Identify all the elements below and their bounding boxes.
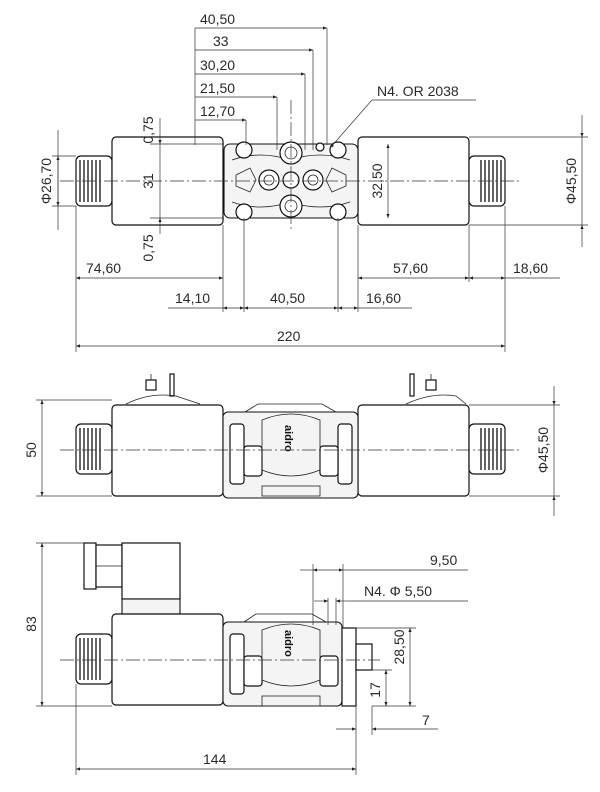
dim-144: 144	[203, 751, 227, 767]
dim-50: 50	[23, 442, 39, 458]
valve-body-front: aidro	[222, 403, 359, 499]
dim-7: 7	[422, 712, 430, 728]
dim-33: 33	[213, 33, 229, 49]
front-right-knob	[468, 423, 506, 475]
dim-40-50-bottom: 40,50	[270, 290, 305, 306]
dim-phi-26-70: Φ26,70	[38, 158, 54, 204]
dim-83: 83	[23, 616, 39, 632]
dim-16-60: 16,60	[366, 290, 401, 306]
brand-label-side: aidro	[282, 630, 294, 657]
dim-220: 220	[277, 328, 301, 344]
side-view: aidro 83 9,50 N4. Φ 5,50 28,50 17	[23, 542, 468, 775]
dim-30-20: 30,20	[200, 57, 235, 73]
dim-17: 17	[367, 682, 383, 698]
top-view: 40,50 33 30,20 21,50 12,70 N4. OR 2038 0…	[38, 11, 588, 352]
dim-12-70: 12,70	[200, 103, 235, 119]
front-view: aidro 50 Φ45,50	[23, 373, 560, 516]
front-left-coil	[111, 404, 224, 497]
note-n4-phi-5-50: N4. Φ 5,50	[364, 583, 432, 599]
dim-74-60: 74,60	[86, 260, 121, 276]
dim-18-60: 18,60	[513, 260, 548, 276]
left-connector-pin	[125, 373, 201, 405]
dim-0-75-a: 0,75	[140, 116, 156, 143]
dim-31: 31	[140, 173, 156, 189]
dim-phi-45-50-top: Φ45,50	[563, 158, 579, 204]
note-or-2038: N4. OR 2038	[377, 83, 459, 99]
dim-21-50: 21,50	[200, 80, 235, 96]
brand-label-front: aidro	[282, 425, 294, 452]
side-coil	[111, 613, 224, 706]
dim-0-75-b: 0,75	[140, 234, 156, 261]
dim-40-50-top: 40,50	[200, 11, 235, 27]
dim-9-50: 9,50	[430, 552, 457, 568]
dim-14-10: 14,10	[175, 290, 210, 306]
front-right-coil	[357, 404, 470, 497]
top-dimension-stack: 40,50 33 30,20 21,50 12,70	[194, 11, 328, 150]
side-connector	[83, 542, 181, 615]
right-connector-pin	[405, 373, 467, 405]
valve-body-side: aidro	[222, 613, 373, 707]
dim-28-50: 28,50	[391, 629, 407, 664]
dim-phi-45-50-front: Φ45,50	[535, 427, 551, 473]
front-left-knob	[75, 423, 113, 475]
side-knob	[75, 633, 113, 685]
dim-57-60: 57,60	[393, 260, 428, 276]
dim-32-50: 32,50	[369, 163, 385, 198]
